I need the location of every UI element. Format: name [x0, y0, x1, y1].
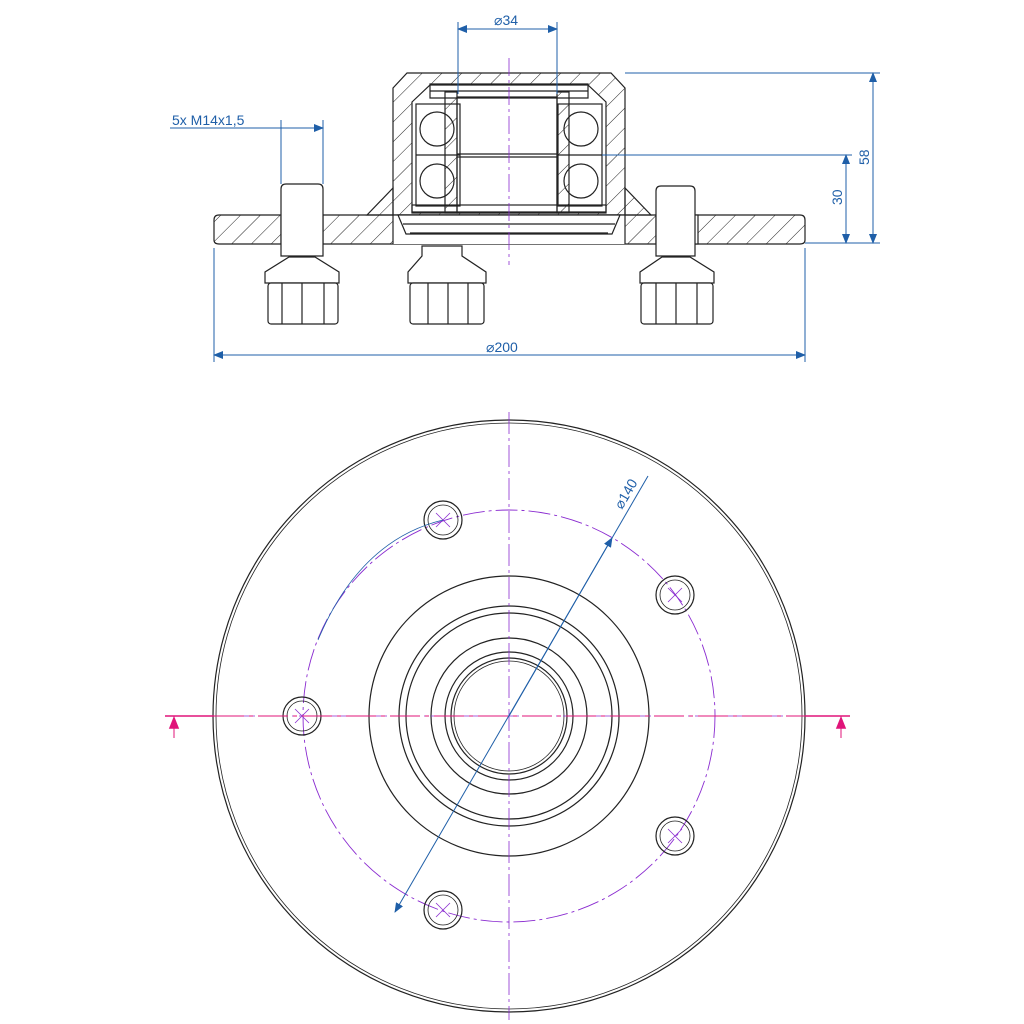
section-cut-line: [165, 715, 850, 738]
diameter-symbol: ⌀: [486, 339, 494, 355]
diameter-symbol: ⌀: [494, 12, 502, 28]
wheel-nut-center: [407, 245, 487, 325]
bore-diameter-label: ⌀34: [494, 12, 518, 28]
wheel-stud-left: [264, 183, 340, 325]
total-height-label: 58: [856, 149, 872, 165]
flange-height-label: 30: [829, 189, 845, 205]
bore-diameter-value: 34: [502, 12, 518, 28]
bolt-circle-diameter-label: ⌀140: [611, 476, 641, 512]
bearing-inner-ring: [411, 83, 607, 214]
section-view: [213, 58, 806, 325]
wheel-stud-right: [639, 185, 715, 325]
dimension-lines-section: [170, 22, 880, 362]
thread-spec-label: 5x M14x1,5: [172, 112, 245, 128]
bolt-hole-3: [655, 816, 695, 856]
outer-diameter-label: ⌀200: [486, 339, 518, 355]
outer-diameter-value: 200: [494, 339, 518, 355]
bolt-hole-2: [655, 575, 695, 615]
bolt-circle-dimension: [317, 475, 649, 913]
bolt-holes: [282, 500, 695, 930]
bolt-hole-4: [423, 890, 463, 930]
dimension-labels-section: ⌀34 5x M14x1,5 ⌀200 58 30: [172, 12, 872, 355]
